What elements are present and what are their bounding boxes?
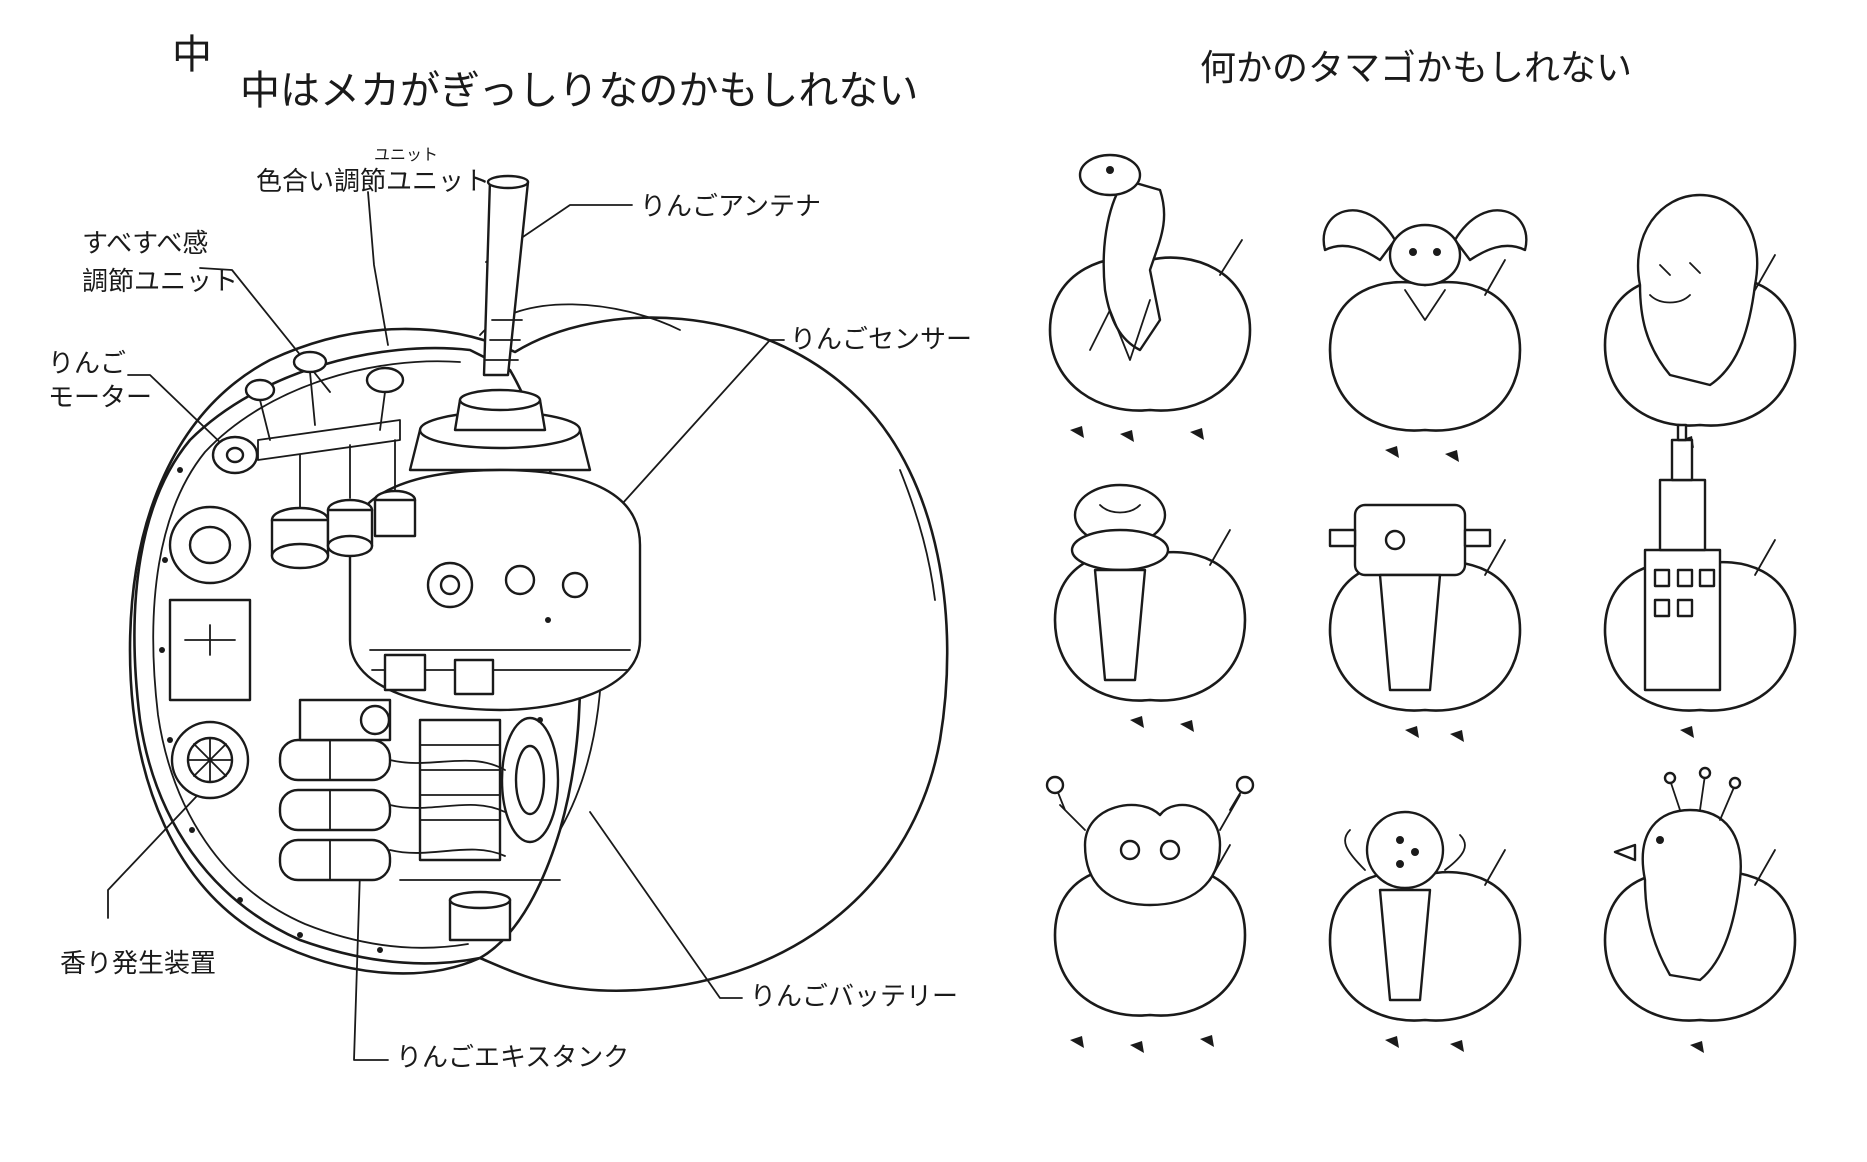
hatchling-chick [1603,766,1797,1053]
leader-battery [589,811,743,999]
mech-apple-cutaway [128,174,949,993]
hatchling-building [1603,423,1797,738]
extract-tank [418,718,502,862]
left-title: 中はメカがぎっしりなのかもしれない [240,68,918,114]
color-adjust-ruby: ユニット [374,145,438,164]
label-apple-battery: りんごバッテリー [750,982,958,1012]
leader-aroma [107,779,213,919]
label-aroma-generator: 香り発生装置 [60,949,216,979]
hatchling-robot [1328,503,1522,742]
label-apple-antenna: りんごアンテナ [640,192,821,222]
corner-mark: 中 [172,32,212,78]
hatchling-furry [1603,193,1797,448]
apple-antenna [482,176,530,377]
label-apple-sensor: りんごセンサー [790,325,972,355]
hatchling-skull [1045,775,1255,1053]
hatchling-bat [1322,209,1528,462]
leader-extract-tank [353,871,389,1061]
apple-outline [128,316,949,993]
hatchling-one-eye [1328,810,1522,1052]
hatching-apples-grid [1045,153,1797,1053]
leader-color-adjust [367,191,389,346]
leader-smooth-feel [199,267,331,393]
hatchling-bulb [1053,483,1247,732]
leader-motor [127,374,227,449]
label-smooth-feel-line2: 調節ユニット [82,267,238,297]
shell-rivets [159,467,551,953]
label-color-adjust-unit: 色合い調節ユニット [256,167,490,197]
label-apple-motor-line2: モーター [48,383,152,413]
label-apple-motor-line1: りんご [48,349,126,379]
battery-stack [278,698,392,882]
label-smooth-feel-line1: すべすべ感 [82,229,208,259]
valve-cluster [211,350,417,570]
hatchling-dinosaur [1048,153,1252,442]
right-title: 何かのタマゴかもしれない [1200,48,1632,89]
label-apple-extract-tank: りんごエキスタンク [396,1043,629,1073]
